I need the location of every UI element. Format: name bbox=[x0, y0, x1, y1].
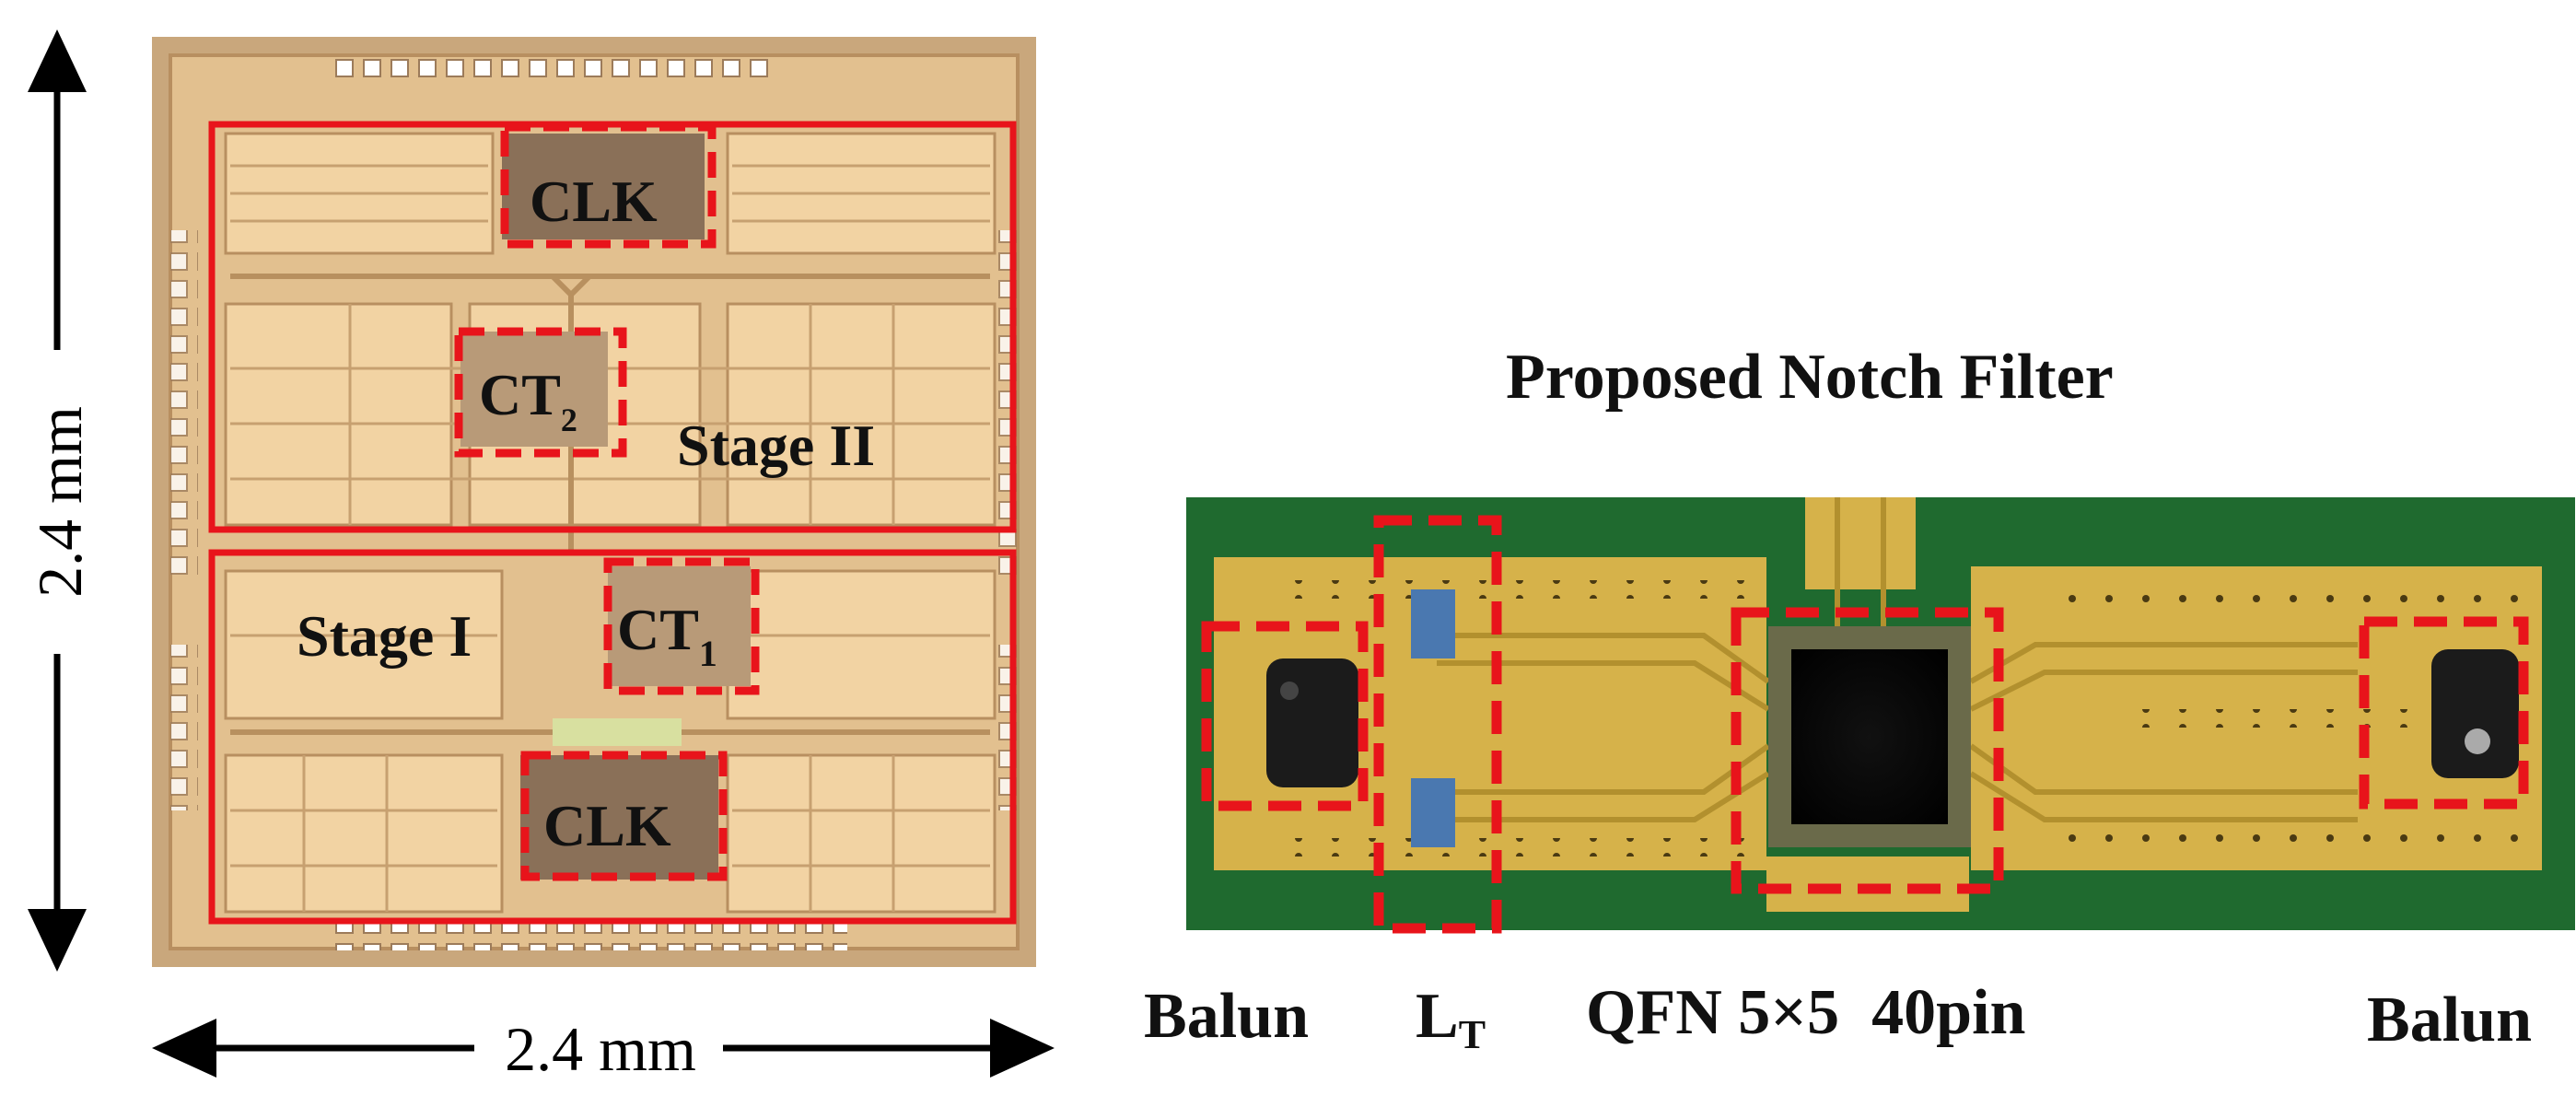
package-label: QFN 5×5 40pin bbox=[1586, 977, 2025, 1048]
stage1-box bbox=[208, 549, 1017, 925]
die-height-label: 2.4 mm bbox=[25, 406, 95, 598]
ct2-box bbox=[454, 327, 627, 458]
inductor-label: LT bbox=[1416, 981, 1486, 1057]
ct2-label: CT2 bbox=[479, 362, 577, 438]
die-height-dimension: 2.4 mm bbox=[17, 29, 99, 972]
die-width-dimension: 2.4 mm bbox=[152, 1013, 1055, 1087]
board-photo bbox=[1186, 497, 2575, 934]
board-title: Proposed Notch Filter bbox=[1506, 342, 2114, 413]
inductor-box bbox=[1373, 515, 1502, 934]
balun-left-label: Balun bbox=[1144, 981, 1309, 1052]
inductor-bottom bbox=[1411, 778, 1455, 847]
balun-right-part bbox=[2431, 649, 2519, 778]
inductor-top bbox=[1411, 589, 1455, 658]
clk-top-box bbox=[500, 122, 717, 249]
balun-right-label: Balun bbox=[2367, 985, 2532, 1055]
ct1-box bbox=[603, 557, 760, 695]
stage1-label: Stage I bbox=[297, 603, 472, 669]
clk-bottom-box bbox=[520, 751, 728, 881]
clk-top-label: CLK bbox=[530, 169, 658, 234]
stage2-box bbox=[208, 121, 1017, 533]
balun-right-box bbox=[2359, 616, 2529, 810]
ct1-label: CT1 bbox=[617, 597, 717, 674]
stage2-label: Stage II bbox=[677, 413, 875, 478]
clk-bottom-label: CLK bbox=[543, 793, 671, 858]
qfn-chip bbox=[1791, 649, 1948, 824]
die-width-label: 2.4 mm bbox=[505, 1014, 696, 1084]
balun-left-part bbox=[1266, 658, 1358, 787]
package-box bbox=[1731, 607, 2004, 894]
die-photo: CLK CLK CT2 CT1 Stage II Stage I bbox=[152, 37, 1036, 967]
balun-left-box bbox=[1201, 621, 1369, 811]
